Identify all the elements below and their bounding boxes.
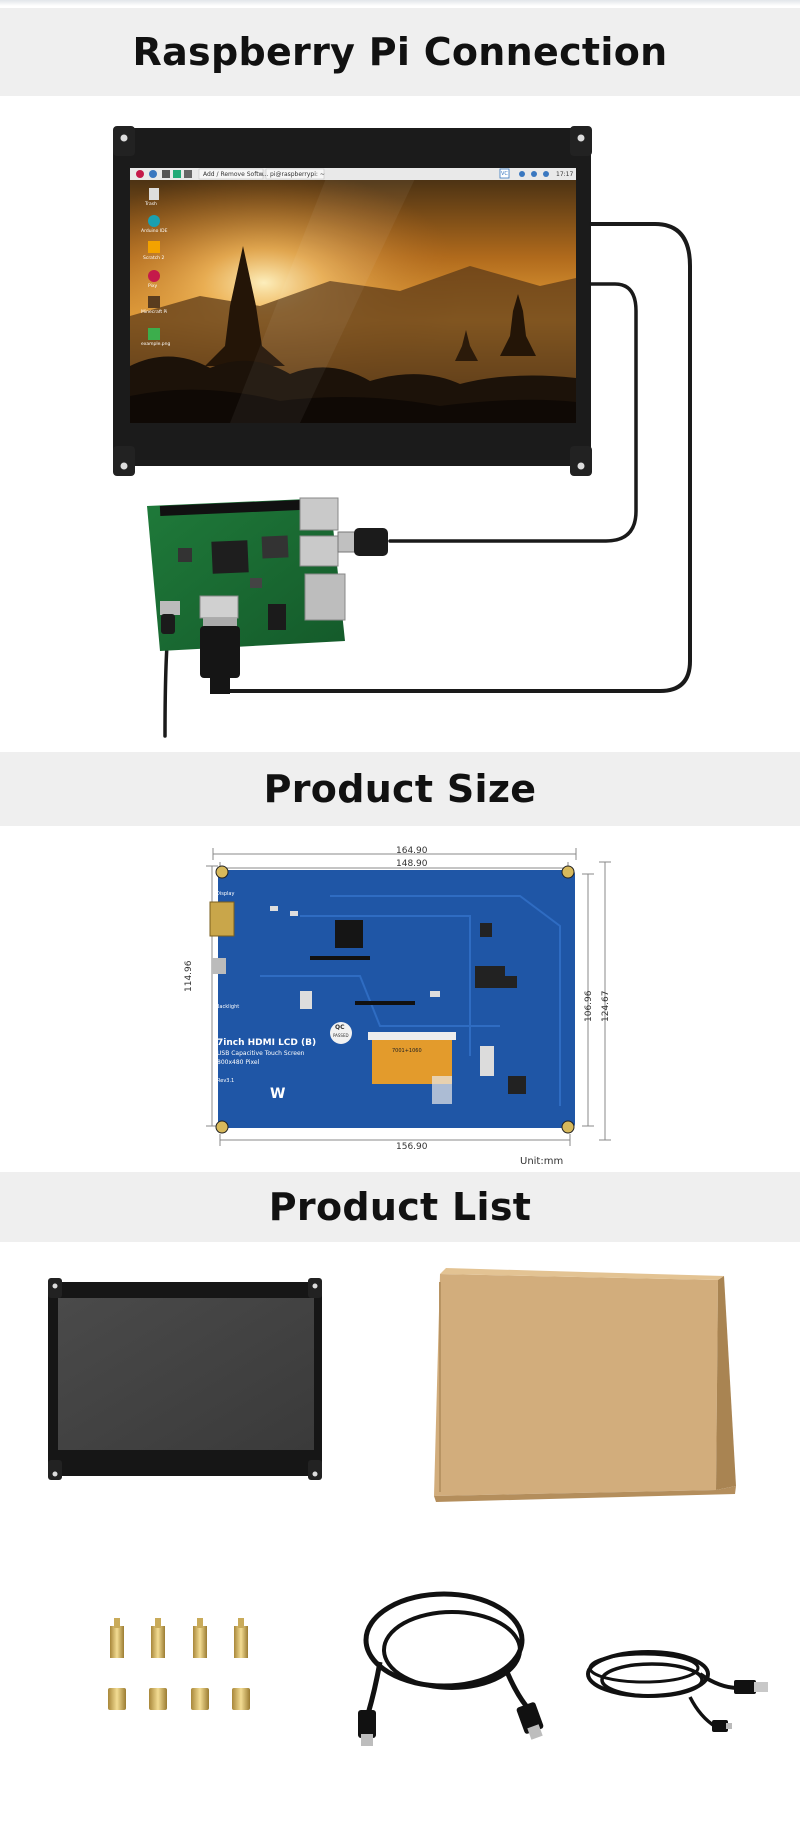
pcb-backlight-label: Backlight bbox=[216, 1004, 240, 1010]
taskbar-tab-2: pi@raspberrypi: ~ bbox=[270, 171, 325, 178]
item-usb-cable bbox=[586, 1650, 768, 1732]
taskbar-vc: VC bbox=[501, 171, 508, 177]
micro-usb-plug bbox=[161, 614, 175, 634]
desktop-icon-label-2: Scratch 2 bbox=[143, 256, 165, 261]
section-title-connection: Raspberry Pi Connection bbox=[132, 30, 668, 74]
desktop-icon-label-5: example.png bbox=[141, 342, 171, 347]
top-rule bbox=[0, 0, 800, 6]
dim-top-outer: 164.90 bbox=[396, 846, 428, 856]
product-size-diagram: W bbox=[206, 848, 611, 1146]
taskbar-tab-1: Add / Remove Softw... bbox=[203, 171, 269, 178]
pcb-qc-pass: PASSED bbox=[333, 1033, 349, 1038]
section-banner-size: Product Size bbox=[0, 752, 800, 826]
dim-left-height: 114.96 bbox=[184, 960, 194, 993]
standoff-row-bottom bbox=[108, 1688, 250, 1710]
dim-right-inner: 106.96 bbox=[584, 990, 594, 1023]
desktop-icon-label-0: Trash bbox=[145, 202, 157, 207]
hdmi-plug bbox=[200, 618, 240, 694]
usb-plug bbox=[337, 528, 388, 556]
pcb-fpc-label: 7001+1060 bbox=[392, 1048, 422, 1054]
pcb-revision: Rev3.1 bbox=[217, 1078, 235, 1084]
desktop-icon-label-3: Pixy bbox=[148, 284, 158, 289]
size-diagram-texts: 164.90 148.90 114.96 106.96 124.67 156.9… bbox=[0, 826, 800, 1167]
dim-right-outer: 124.67 bbox=[601, 990, 611, 1023]
standoff-row-top bbox=[110, 1618, 248, 1658]
taskbar-clock: 17:17 bbox=[556, 171, 574, 178]
dim-bottom: 156.90 bbox=[396, 1142, 428, 1152]
pcb-subtitle: USB Capacitive Touch Screen bbox=[217, 1050, 305, 1057]
product-list-items bbox=[48, 1268, 768, 1746]
screen-taskbar-texts: Add / Remove Softw... pi@raspberrypi: ~ … bbox=[0, 96, 800, 347]
pcb-resolution: 800x480 Pixel bbox=[217, 1059, 260, 1066]
section-title-size: Product Size bbox=[263, 767, 537, 811]
svg-text:W: W bbox=[270, 1086, 285, 1102]
item-lcd-display bbox=[48, 1278, 322, 1480]
pcb-product-name: 7inch HDMI LCD (B) bbox=[217, 1038, 317, 1048]
section-title-list: Product List bbox=[268, 1185, 532, 1229]
dim-unit: Unit:mm bbox=[520, 1156, 564, 1167]
raspberry-pi-board bbox=[147, 497, 346, 651]
item-brass-standoffs bbox=[108, 1618, 250, 1710]
section-banner-connection: Raspberry Pi Connection bbox=[0, 8, 800, 96]
lcd-monitor bbox=[113, 126, 592, 476]
dim-top-inner: 148.90 bbox=[396, 859, 428, 869]
pcb-board: W bbox=[209, 865, 575, 1134]
section-banner-list: Product List bbox=[0, 1172, 800, 1242]
pcb-qc-label: QC bbox=[335, 1024, 345, 1031]
item-cardboard-box bbox=[434, 1268, 736, 1502]
item-hdmi-cable bbox=[358, 1591, 544, 1746]
desktop-icon-label-4: Minecraft Pi bbox=[141, 310, 168, 315]
connection-illustration bbox=[113, 126, 692, 738]
desktop-icon-label-1: Arduino IDE bbox=[141, 229, 168, 234]
pcb-display-label: Display bbox=[216, 891, 235, 897]
